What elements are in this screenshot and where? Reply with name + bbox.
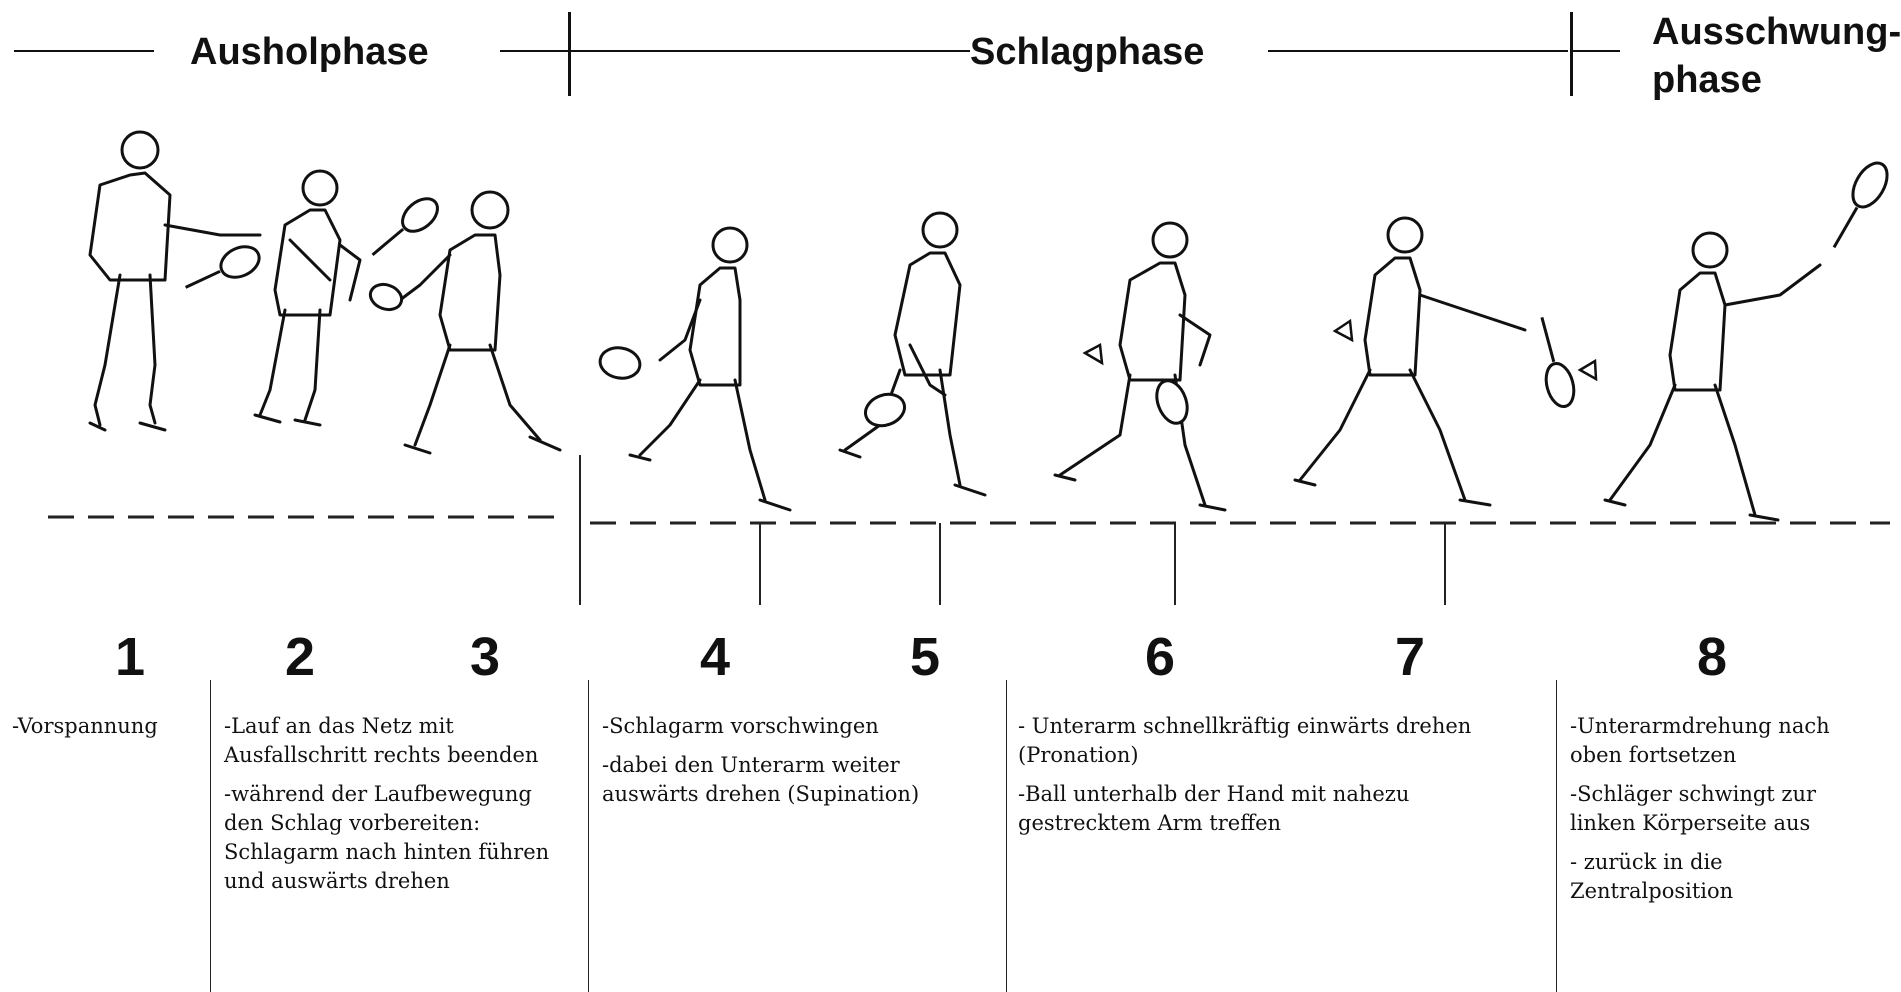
player-figure-8	[1605, 233, 1820, 520]
shuttlecock-7b	[1580, 361, 1596, 379]
column-divider-2	[588, 680, 589, 992]
description-text: -Vorspannung	[12, 712, 202, 741]
racket-1	[180, 241, 264, 300]
description-column-5: -Unterarmdrehung nach oben fortsetzen -S…	[1570, 712, 1895, 916]
racket-7	[1529, 314, 1578, 410]
step-number-3: 3	[455, 626, 515, 688]
player-figures-illustration	[0, 105, 1901, 605]
racket-8	[1822, 157, 1894, 254]
racket-2	[364, 192, 444, 265]
player-figure-2	[255, 171, 360, 425]
step-number-4: 4	[685, 626, 745, 688]
description-text: -während der Laufbewegung den Schlag vor…	[224, 780, 584, 896]
player-figure-1	[90, 132, 260, 430]
description-text: - Unterarm schnellkräftig einwärts drehe…	[1018, 712, 1553, 770]
description-text: -Unterarmdrehung nach oben fortsetzen	[1570, 712, 1895, 770]
step-number-7: 7	[1380, 626, 1440, 688]
step-number-2: 2	[270, 626, 330, 688]
step-number-6: 6	[1130, 626, 1190, 688]
shuttlecock-7	[1335, 321, 1352, 340]
phase-divider-1	[568, 12, 571, 96]
racket-4	[598, 345, 643, 381]
description-text: -Schlagarm vorschwingen	[602, 712, 1002, 741]
player-figure-6	[1055, 223, 1225, 510]
player-figure-3	[400, 192, 560, 453]
description-text: - zurück in die Zentralposition	[1570, 848, 1895, 906]
phase-title-ausschwung-line1: Ausschwung-	[1652, 8, 1901, 56]
description-text: -dabei den Unterarm weiter auswärts dreh…	[602, 751, 1002, 809]
step-number-5: 5	[895, 626, 955, 688]
phase-title-ausschwung-line2: phase	[1652, 56, 1901, 104]
description-column-3: -Schlagarm vorschwingen -dabei den Unter…	[602, 712, 1002, 819]
phase-divider-2	[1570, 12, 1573, 96]
player-figure-7	[1295, 218, 1525, 505]
step-number-8: 8	[1682, 626, 1742, 688]
player-figure-5	[840, 213, 985, 495]
racket-3	[367, 280, 405, 313]
header-line-4	[1570, 50, 1620, 52]
racket-6	[1151, 377, 1192, 428]
player-figure-4	[630, 228, 790, 510]
column-divider-4	[1556, 680, 1557, 992]
description-column-2: -Lauf an das Netz mit Ausfallschritt rec…	[224, 712, 584, 906]
racket-5	[861, 389, 909, 431]
step-number-1: 1	[100, 626, 160, 688]
description-column-1: -Vorspannung	[12, 712, 202, 751]
header-line-left	[14, 50, 154, 52]
column-divider-3	[1006, 680, 1007, 992]
phase-title-schlagphase: Schlagphase	[970, 30, 1204, 74]
phase-title-ausschwung: Ausschwung- phase	[1652, 8, 1901, 104]
description-column-4: - Unterarm schnellkräftig einwärts drehe…	[1018, 712, 1553, 848]
header-line-3	[1268, 50, 1568, 52]
description-text: -Schläger schwingt zur linken Körperseit…	[1570, 780, 1895, 838]
description-text: -Ball unterhalb der Hand mit nahezu gest…	[1018, 780, 1553, 838]
column-divider-1	[210, 680, 211, 992]
shuttlecock-6	[1085, 345, 1102, 363]
phase-title-ausholphase: Ausholphase	[190, 30, 429, 74]
description-text: -Lauf an das Netz mit Ausfallschritt rec…	[224, 712, 584, 770]
